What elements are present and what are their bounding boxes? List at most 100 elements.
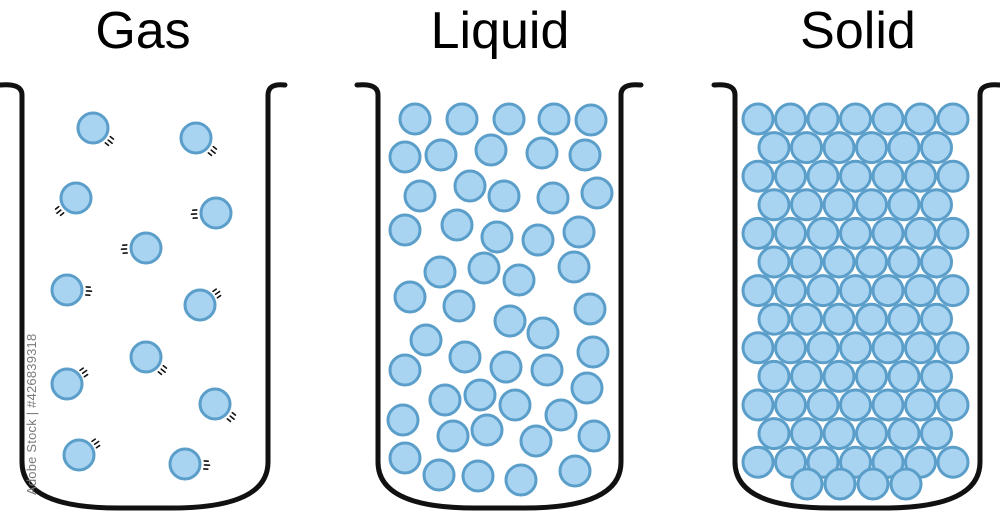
liquid-particle	[536, 181, 570, 215]
motion-marks	[54, 205, 65, 217]
solid-title: Solid	[800, 2, 916, 60]
solid-particle	[839, 216, 872, 250]
solid-beaker	[711, 82, 1000, 511]
liquid-particle	[463, 378, 497, 412]
liquid-particle	[498, 388, 532, 422]
motion-marks	[91, 438, 101, 449]
liquid-particle	[562, 215, 596, 249]
solid-particle	[936, 388, 970, 422]
liquid-particle	[388, 441, 422, 475]
liquid-particle	[574, 103, 608, 137]
liquid-particle	[448, 340, 482, 374]
gas-particle	[168, 447, 202, 481]
motion-marks	[104, 135, 115, 147]
solid-particle	[887, 417, 921, 451]
liquid-particle	[428, 383, 462, 417]
motion-marks	[203, 460, 211, 470]
liquid-particle	[436, 419, 470, 453]
liquid-particle	[453, 169, 487, 203]
liquid-particle	[573, 292, 607, 326]
liquid-particle	[580, 176, 614, 210]
liquid-particle	[403, 179, 437, 213]
liquid-particle	[388, 213, 422, 247]
gas-title: Gas	[95, 2, 191, 60]
solid-particle	[757, 188, 791, 222]
solid-particle	[920, 245, 953, 279]
motion-marks	[207, 145, 218, 157]
solid-particle	[757, 131, 791, 165]
solid-particle	[887, 302, 921, 336]
solid-particle	[741, 216, 775, 250]
liquid-particle	[467, 251, 501, 285]
motion-marks	[190, 209, 198, 219]
gas-particle	[59, 181, 93, 215]
liquid-particle	[576, 335, 610, 369]
solid-particle	[823, 467, 857, 501]
solid-particle	[774, 274, 807, 308]
solid-particle	[822, 131, 856, 165]
solid-particle	[790, 359, 823, 393]
solid-particle	[806, 216, 840, 250]
liquid-particle	[504, 463, 538, 497]
solid-particle	[887, 245, 921, 279]
solid-particle	[790, 302, 823, 336]
solid-particle	[871, 331, 905, 365]
solid-particle	[936, 216, 970, 250]
liquid-particle	[470, 413, 504, 447]
liquid-particle	[424, 138, 458, 172]
solid-particle	[871, 159, 905, 193]
liquid-particle	[537, 102, 571, 136]
solid-particle	[741, 274, 775, 308]
solid-particle	[757, 245, 791, 279]
solid-particle	[806, 274, 840, 308]
solid-particle	[774, 216, 807, 250]
stock-watermark: Adobe Stock | #426839318	[24, 333, 39, 495]
solid-particle	[839, 274, 872, 308]
solid-particle	[936, 102, 970, 136]
solid-particle	[904, 388, 937, 422]
liquid-particle	[558, 454, 592, 488]
liquid-particle	[568, 138, 602, 172]
solid-particle	[790, 417, 823, 451]
liquid-particle	[423, 255, 457, 289]
solid-particle	[889, 467, 923, 501]
solid-particle	[839, 331, 872, 365]
liquid-particle	[440, 208, 474, 242]
solid-particle	[774, 159, 807, 193]
solid-particle	[871, 388, 905, 422]
solid-particle	[936, 445, 970, 479]
liquid-particle	[445, 102, 479, 136]
solid-particle	[871, 216, 905, 250]
liquid-particle	[480, 220, 514, 254]
liquid-particle	[393, 280, 427, 314]
motion-marks	[85, 286, 93, 296]
solid-particle	[936, 159, 970, 193]
solid-particle	[790, 131, 823, 165]
gas-particle	[62, 438, 96, 472]
liquid-particle	[526, 316, 560, 350]
solid-particle	[806, 388, 840, 422]
motion-marks	[157, 364, 168, 376]
solid-particle	[741, 102, 775, 136]
solid-particle	[855, 245, 888, 279]
gas-particle	[198, 387, 232, 421]
solid-particle	[904, 159, 937, 193]
solid-particle	[757, 302, 791, 336]
solid-particle	[871, 102, 905, 136]
solid-particle	[741, 388, 775, 422]
solid-particle	[887, 359, 921, 393]
liquid-particle	[422, 458, 456, 492]
solid-particle	[774, 102, 807, 136]
motion-marks	[120, 244, 128, 254]
solid-particle	[790, 245, 823, 279]
liquid-particle	[544, 398, 578, 432]
liquid-particle	[386, 403, 420, 437]
solid-particle	[920, 302, 953, 336]
motion-lines	[54, 135, 237, 470]
liquid-particle	[577, 419, 611, 453]
liquid-particle	[388, 353, 422, 387]
liquid-particle	[489, 350, 523, 384]
liquid-particle	[493, 304, 527, 338]
liquid-particle	[570, 371, 604, 405]
